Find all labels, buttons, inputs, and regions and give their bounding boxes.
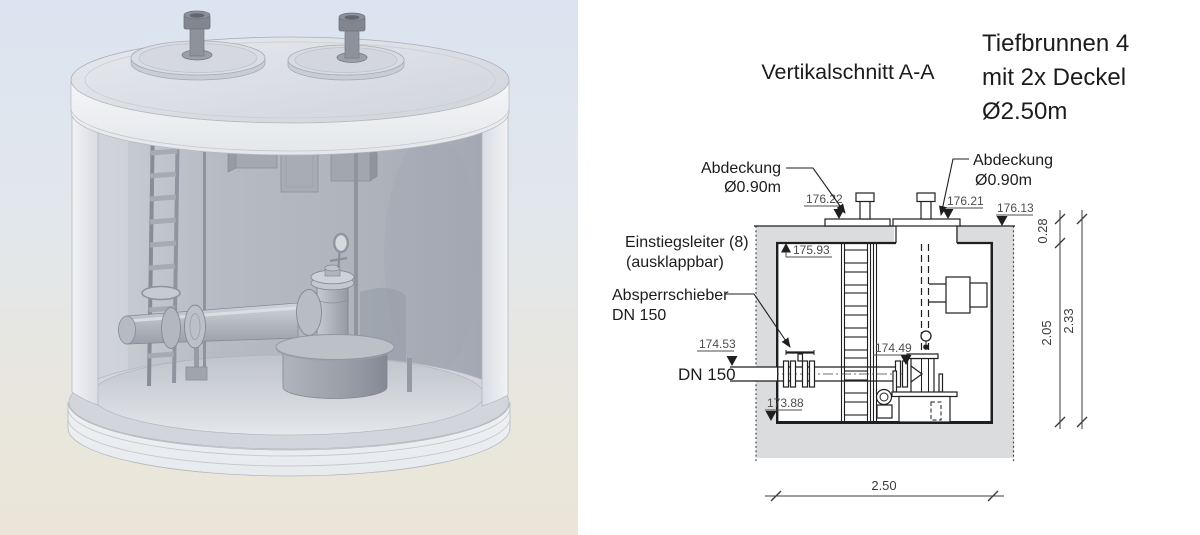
tank-shell-sides [71, 79, 509, 407]
pressure-gauge-3d [333, 232, 350, 254]
dim-total-height: 2.33 [1061, 308, 1076, 333]
dim-slab-thickness: 0.28 [1035, 218, 1050, 243]
label-valve-2: DN 150 [612, 307, 666, 324]
section-drawing: 176.22 176.21 176.13 175.93 174.53 174.4… [612, 30, 1129, 502]
annotation-labels: Abdeckung Ø0.90m Abdeckung Ø0.90m Einsti… [612, 152, 1053, 384]
elevation-cover-right: 176.21 [947, 194, 984, 208]
heading-line-2: mit 2x Deckel [982, 64, 1126, 91]
gate-valve [782, 350, 816, 388]
heading-line-3: Ø2.50m [982, 98, 1067, 125]
tank-base [67, 401, 511, 477]
motor-box [929, 276, 988, 314]
dim-inner-width: 2.50 [871, 478, 896, 493]
label-cover-right-2: Ø0.90m [975, 172, 1032, 189]
label-cover-right-1: Abdeckung [973, 152, 1053, 169]
drawing-heading: Tiefbrunnen 4 mit 2x Deckel Ø2.50m [982, 30, 1129, 125]
label-ladder-1: Einstiegsleiter (8) [625, 234, 749, 251]
elevation-check-valve: 174.49 [875, 341, 912, 355]
elevation-cover-left: 176.22 [806, 192, 843, 206]
elevation-floor: 173.88 [767, 396, 804, 410]
ladder-platform [141, 285, 181, 301]
label-ladder-2: (ausklappbar) [626, 254, 724, 271]
pipe-dn150 [730, 366, 906, 382]
label-pipe-dn150: DN 150 [678, 365, 736, 384]
ladder-section [840, 243, 878, 422]
dim-inner-height: 2.05 [1039, 320, 1054, 345]
vent-left-3d [181, 10, 213, 61]
elevation-slab-top: 176.13 [997, 201, 1034, 215]
label-cover-left-1: Abdeckung [701, 160, 781, 177]
label-cover-left-2: Ø0.90m [724, 179, 781, 196]
cover-right-section [892, 192, 961, 227]
elevation-markers: 176.22 176.21 176.13 175.93 174.53 174.4… [697, 192, 1034, 421]
dimension-lines: 2.50 0.28 2.05 2.33 [765, 210, 1088, 502]
pipe-assembly-3d [118, 302, 299, 349]
vent-right-3d [336, 12, 368, 63]
elevation-pipe-axis: 174.53 [699, 337, 736, 351]
heading-line-1: Tiefbrunnen 4 [982, 30, 1129, 57]
pedestal [875, 370, 958, 423]
pump-base-3d [275, 334, 395, 399]
section-title: Vertikalschnitt A-A [761, 60, 935, 84]
render-3d [0, 0, 578, 535]
elevation-ceiling: 175.93 [793, 243, 830, 257]
label-valve-1: Absperrschieber [612, 287, 729, 304]
gauge-ball [920, 330, 932, 342]
probe-rods [203, 128, 412, 392]
cover-left-section [824, 192, 891, 227]
